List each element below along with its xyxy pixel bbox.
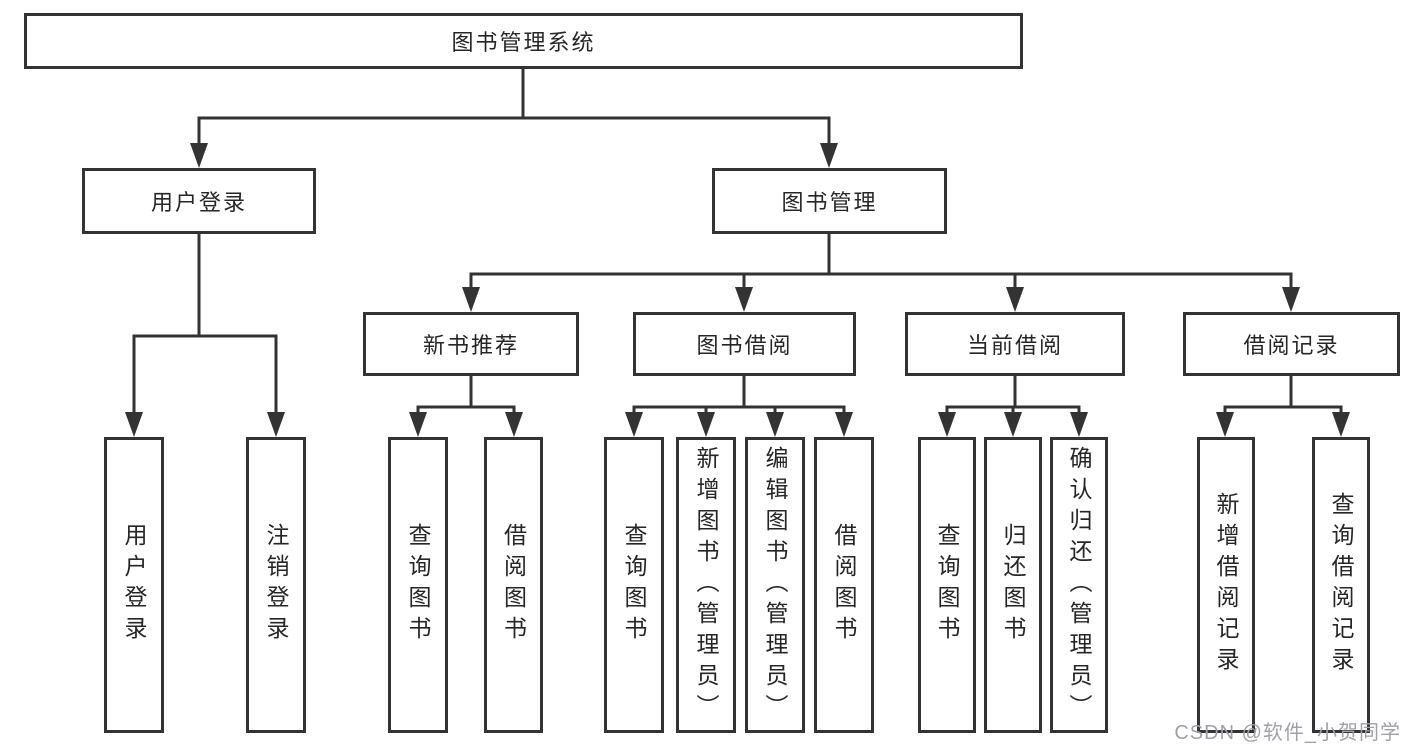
arrow-down-icon [462,287,480,312]
arrow-down-icon [1004,412,1022,437]
leaf-user-login-label: 用户登录 [121,523,147,647]
leaf-confirm-return-admin-label: 确认归还（管理员） [1066,445,1092,725]
node-root: 图书管理系统 [24,13,1023,69]
leaf-add-books-admin: 新增图书（管理员） [676,437,736,733]
leaf-return-books: 归还图书 [984,437,1042,733]
leaf-borrow-books: 借阅图书 [814,437,874,733]
leaf-user-login: 用户登录 [104,437,164,733]
leaf-borrow-books-label: 借阅图书 [831,523,857,647]
connector-current-borrowing-to-leaves [938,374,1088,437]
connector-user-login-to-leaves [125,232,285,437]
leaf-query-books-recommend-label: 查询图书 [405,523,431,647]
arrow-down-icon [697,412,715,437]
arrow-down-icon [190,143,208,168]
leaf-query-books-current: 查询图书 [918,437,976,733]
leaf-borrow-books-recommend: 借阅图书 [484,437,543,733]
arrow-down-icon [820,143,838,168]
leaf-edit-books-admin: 编辑图书（管理员） [745,437,805,733]
node-borrowing-records-label: 借阅记录 [1243,333,1340,358]
node-current-borrowing-label: 当前借阅 [966,333,1063,358]
node-root-label: 图书管理系统 [451,30,596,55]
node-borrowing-records: 借阅记录 [1183,312,1400,376]
node-book-management: 图书管理 [712,168,947,234]
connector-borrowing-records-to-leaves [1216,374,1350,437]
node-book-borrowing-label: 图书借阅 [696,333,793,358]
arrow-down-icon [625,412,643,437]
arrow-down-icon [1282,287,1300,312]
arrow-down-icon [938,412,956,437]
arrow-down-icon [125,412,143,437]
leaf-confirm-return-admin: 确认归还（管理员） [1050,437,1108,733]
leaf-return-books-label: 归还图书 [1000,523,1026,647]
leaf-logout: 注销登录 [246,437,306,733]
connector-book-management-to-level3 [462,232,1300,312]
connector-new-book-recommendation-to-leaves [409,374,523,437]
arrow-down-icon [409,412,427,437]
leaf-add-borrow-record-label: 新增借阅记录 [1213,492,1239,678]
leaf-add-books-admin-label: 新增图书（管理员） [693,445,719,725]
arrow-down-icon [766,412,784,437]
leaf-query-books-borrow: 查询图书 [604,437,664,733]
connector-root-to-level2 [190,67,838,168]
node-new-book-recommendation: 新书推荐 [363,312,579,376]
node-user-login-branch: 用户登录 [82,168,316,234]
leaf-query-books-borrow-label: 查询图书 [621,523,647,647]
node-user-login-branch-label: 用户登录 [150,190,247,215]
leaf-add-borrow-record: 新增借阅记录 [1197,437,1255,733]
arrow-down-icon [1006,287,1024,312]
leaf-query-borrow-record-label: 查询借阅记录 [1328,492,1354,678]
arrow-down-icon [1216,412,1234,437]
arrow-down-icon [835,412,853,437]
arrow-down-icon [1332,412,1350,437]
arrow-down-icon [1070,412,1088,437]
leaf-borrow-books-recommend-label: 借阅图书 [500,523,527,647]
arrow-down-icon [505,412,523,437]
connector-book-borrowing-to-leaves [625,374,853,437]
leaf-query-borrow-record: 查询借阅记录 [1312,437,1370,733]
node-current-borrowing: 当前借阅 [905,312,1125,376]
leaf-logout-label: 注销登录 [263,523,289,647]
leaf-edit-books-admin-label: 编辑图书（管理员） [762,445,788,725]
csdn-watermark: CSDN @软件_小贺同学 [1174,722,1401,744]
node-new-book-recommendation-label: 新书推荐 [422,333,519,358]
leaf-query-books-current-label: 查询图书 [934,523,960,647]
leaf-query-books-recommend: 查询图书 [388,437,448,733]
arrow-down-icon [735,287,753,312]
node-book-management-label: 图书管理 [781,190,878,215]
node-book-borrowing: 图书借阅 [633,312,856,376]
arrow-down-icon [267,412,285,437]
